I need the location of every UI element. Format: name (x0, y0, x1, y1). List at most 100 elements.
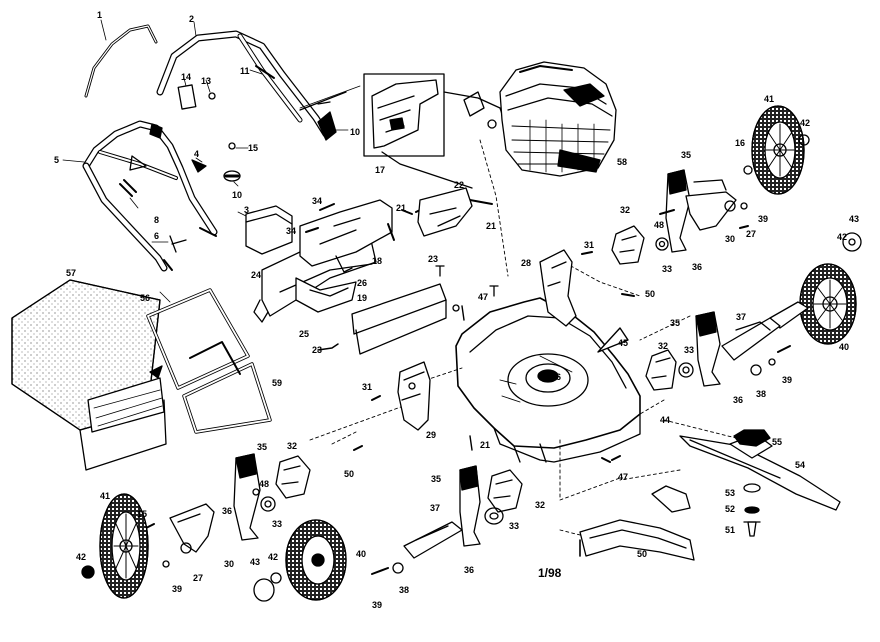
callout-46: 46 (551, 372, 562, 382)
callout-26: 26 (357, 278, 368, 288)
callout-21b: 21 (486, 221, 497, 231)
callout-14: 14 (181, 72, 192, 82)
callout-1: 1 (97, 10, 103, 20)
callout-25: 25 (299, 329, 310, 339)
control-panel-inset (299, 73, 507, 189)
callout-36d: 36 (464, 565, 475, 575)
callout-36c: 36 (222, 506, 233, 516)
callout-42a: 42 (800, 118, 811, 128)
callout-58: 58 (617, 157, 628, 167)
callout-42d: 42 (268, 552, 279, 562)
callout-59: 59 (272, 378, 283, 388)
callout-44: 44 (660, 415, 671, 425)
right-adjusters (611, 169, 791, 391)
callout-38a: 38 (756, 389, 767, 399)
callout-21a: 21 (396, 203, 407, 213)
callout-30a: 30 (725, 234, 736, 244)
callout-19: 19 (357, 293, 368, 303)
callout-33a: 33 (662, 264, 673, 274)
callout-21c: 21 (480, 440, 491, 450)
callout-24: 24 (251, 270, 262, 280)
height-adjuster-rear (397, 249, 577, 431)
fasteners (452, 209, 749, 461)
callout-50b: 50 (344, 469, 355, 479)
callout-15a: 15 (248, 143, 259, 153)
callout-31b: 31 (362, 382, 373, 392)
callout-51: 51 (725, 525, 736, 535)
callout-29: 29 (426, 430, 437, 440)
callout-48a: 48 (654, 220, 665, 230)
callout-37b: 37 (430, 503, 441, 513)
callout-39a: 39 (758, 214, 769, 224)
callout-30b: 30 (224, 559, 235, 569)
callout-32c: 32 (287, 441, 298, 451)
callout-32d: 32 (535, 500, 546, 510)
upper-handle (156, 30, 347, 141)
callout-36b: 36 (733, 395, 744, 405)
mower-deck (455, 297, 641, 463)
bag-frame (146, 288, 272, 434)
callout-34b: 34 (286, 226, 297, 236)
callout-18: 18 (372, 256, 383, 266)
callout-42c: 42 (76, 552, 87, 562)
callout-41a: 41 (764, 94, 775, 104)
callout-28: 28 (521, 258, 532, 268)
callout-33c: 33 (272, 519, 283, 529)
callout-57: 57 (66, 268, 77, 278)
callout-23b: 23 (312, 345, 323, 355)
front-right-wheel (769, 232, 862, 345)
callout-10b: 10 (232, 190, 243, 200)
rear-left-wheel (81, 493, 149, 599)
callout-41b: 41 (100, 491, 111, 501)
callout-55: 55 (772, 437, 783, 447)
upper-handle-rod (84, 24, 158, 98)
callout-27a: 27 (746, 229, 757, 239)
rear-right-wheel (743, 105, 810, 195)
callout-31a: 31 (584, 240, 595, 250)
callout-8: 8 (154, 215, 160, 225)
baffle (579, 485, 695, 561)
blade-assembly (679, 429, 841, 537)
date-code: 1/98 (538, 566, 562, 580)
handle-hardware (119, 65, 275, 271)
callout-42b: 42 (837, 232, 848, 242)
callout-39b: 39 (782, 375, 793, 385)
callout-50c: 50 (637, 549, 648, 559)
callout-38b: 38 (399, 585, 410, 595)
lower-handle (82, 120, 218, 272)
callout-35c: 35 (257, 442, 268, 452)
callout-4: 4 (194, 149, 200, 159)
callout-33d: 33 (509, 521, 520, 531)
left-adjusters (136, 395, 523, 575)
callout-32a: 32 (620, 205, 631, 215)
engine (479, 61, 617, 277)
callout-50a: 50 (645, 289, 656, 299)
callout-16: 16 (735, 138, 746, 148)
callout-13: 13 (201, 76, 212, 86)
grass-bag (11, 279, 167, 471)
callout-35d: 35 (431, 474, 442, 484)
callout-35a: 35 (681, 150, 692, 160)
callout-47a: 47 (478, 292, 489, 302)
front-left-wheel (253, 519, 347, 602)
callout-45: 45 (618, 338, 629, 348)
callout-54: 54 (795, 460, 806, 470)
callout-33b: 33 (684, 345, 695, 355)
callout-15b: 15 (137, 509, 148, 519)
callout-39c: 39 (172, 584, 183, 594)
callout-40a: 40 (839, 342, 850, 352)
callout-37a: 37 (736, 312, 747, 322)
callout-40b: 40 (356, 549, 367, 559)
callout-3: 3 (244, 205, 250, 215)
callout-10a: 10 (350, 127, 361, 137)
callout-27b: 27 (193, 573, 204, 583)
callout-56: 56 (140, 293, 151, 303)
callout-34a: 34 (312, 196, 323, 206)
callout-22: 22 (454, 180, 465, 190)
callout-48b: 48 (259, 479, 270, 489)
callout-23a: 23 (428, 254, 439, 264)
callout-43b: 43 (250, 557, 261, 567)
callout-5: 5 (54, 155, 60, 165)
